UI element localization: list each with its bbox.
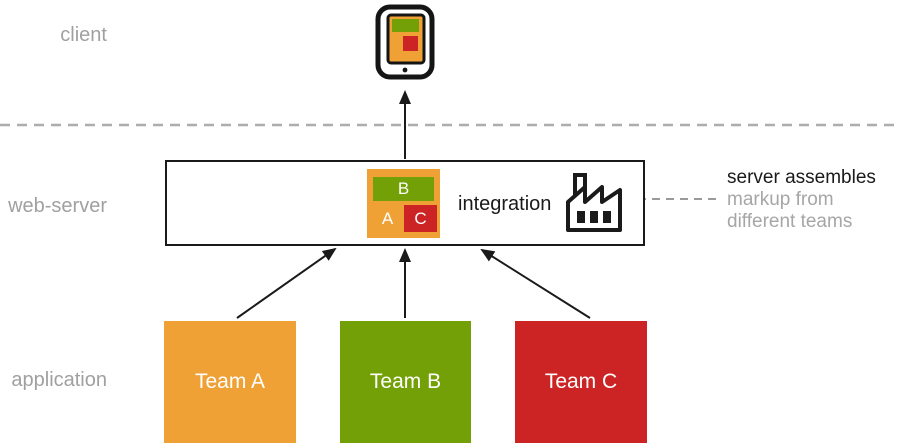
annotation-line-2: markup from — [727, 189, 834, 210]
layer-label-application: application — [11, 369, 107, 391]
team-b-box: Team B — [340, 321, 471, 443]
annotation-line-1: server assembles — [727, 167, 876, 188]
fragment-a: A — [381, 208, 394, 228]
arrow-team-a-to-server — [236, 247, 337, 319]
assembled-markup-block: B A C — [367, 169, 440, 238]
device-fragment-red — [403, 36, 418, 51]
annotation-line-3: different teams — [727, 211, 853, 232]
fragment-c: C — [404, 205, 437, 232]
team-a-label: Team A — [194, 370, 266, 393]
fragment-b: B — [373, 177, 434, 201]
layer-label-web-server: web-server — [8, 195, 107, 217]
integration-label: integration — [458, 193, 552, 215]
arrow-team-c-to-server — [480, 248, 591, 319]
device-home-button — [402, 67, 408, 73]
layer-label-client: client — [60, 24, 107, 46]
tablet-device-icon — [375, 4, 435, 80]
team-b-label: Team B — [369, 370, 442, 393]
factory-icon — [566, 173, 622, 232]
annotation-text: server assembles markup from different t… — [727, 167, 876, 233]
team-a-box: Team A — [164, 321, 296, 443]
team-c-label: Team C — [544, 370, 618, 393]
device-fragment-green — [392, 19, 419, 32]
team-c-box: Team C — [515, 321, 647, 443]
